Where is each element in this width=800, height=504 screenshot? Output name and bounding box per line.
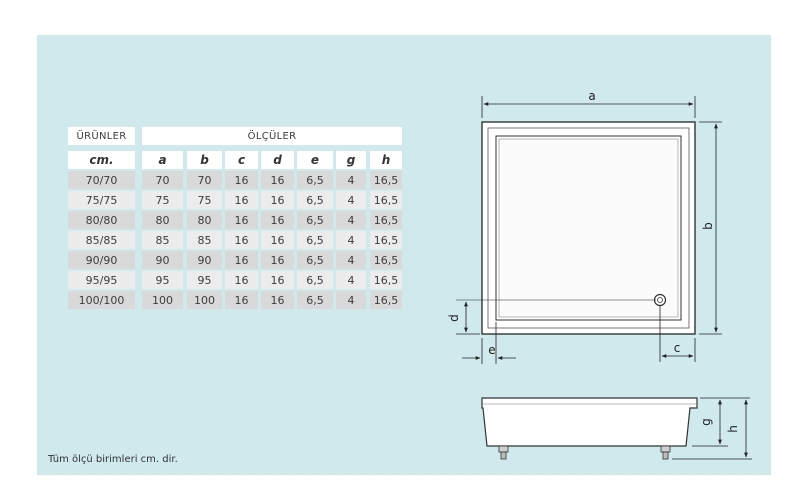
table-cell-a: 85 bbox=[142, 231, 183, 249]
table-cell-c: 16 bbox=[225, 271, 258, 289]
subheader-e: e bbox=[297, 151, 333, 169]
table-cell-b: 90 bbox=[187, 251, 222, 269]
table-cell-d: 16 bbox=[261, 291, 294, 309]
table-cell-b: 95 bbox=[187, 271, 222, 289]
header-products: ÜRÜNLER bbox=[68, 127, 135, 145]
subheader-c: c bbox=[225, 151, 258, 169]
table-cell-d: 16 bbox=[261, 231, 294, 249]
table-cell-g: 4 bbox=[336, 211, 366, 229]
label-d: d bbox=[447, 314, 461, 322]
table-cell-a: 90 bbox=[142, 251, 183, 269]
table-cell-c: 16 bbox=[225, 231, 258, 249]
table-cell-b: 75 bbox=[187, 191, 222, 209]
table-cell-g: 4 bbox=[336, 191, 366, 209]
table-cell-c: 16 bbox=[225, 171, 258, 189]
table-cell-a: 95 bbox=[142, 271, 183, 289]
label-e: e bbox=[488, 343, 495, 357]
table-cell-product: 80/80 bbox=[68, 211, 135, 229]
label-c: c bbox=[674, 341, 681, 355]
side-view bbox=[481, 397, 698, 460]
table-cell-b: 70 bbox=[187, 171, 222, 189]
table-cell-product: 100/100 bbox=[68, 291, 135, 309]
table-cell-a: 80 bbox=[142, 211, 183, 229]
table-cell-b: 85 bbox=[187, 231, 222, 249]
dimension-a: a bbox=[481, 89, 696, 118]
units-note: Tüm ölçü birimleri cm. dir. bbox=[48, 454, 178, 465]
table-cell-a: 75 bbox=[142, 191, 183, 209]
table-cell-c: 16 bbox=[225, 291, 258, 309]
table-cell-g: 4 bbox=[336, 171, 366, 189]
table-cell-b: 100 bbox=[187, 291, 222, 309]
table-cell-b: 80 bbox=[187, 211, 222, 229]
dimension-h: h bbox=[672, 399, 752, 460]
label-b: b bbox=[701, 222, 715, 230]
table-cell-product: 95/95 bbox=[68, 271, 135, 289]
dimension-b: b bbox=[699, 121, 722, 335]
header-dimensions: ÖLÇÜLER bbox=[142, 127, 402, 145]
subheader-h: h bbox=[370, 151, 402, 169]
table-cell-product: 85/85 bbox=[68, 231, 135, 249]
subheader-product: cm. bbox=[68, 151, 135, 169]
table-cell-h: 16,5 bbox=[370, 211, 402, 229]
table-cell-g: 4 bbox=[336, 291, 366, 309]
label-a: a bbox=[588, 89, 595, 103]
table-cell-d: 16 bbox=[261, 211, 294, 229]
table-cell-product: 90/90 bbox=[68, 251, 135, 269]
table-cell-c: 16 bbox=[225, 251, 258, 269]
table-cell-e: 6,5 bbox=[297, 231, 333, 249]
dimension-c: c bbox=[659, 306, 696, 362]
dimension-d: d bbox=[447, 299, 656, 335]
table-cell-e: 6,5 bbox=[297, 291, 333, 309]
table-cell-e: 6,5 bbox=[297, 171, 333, 189]
table-cell-g: 4 bbox=[336, 231, 366, 249]
table-cell-e: 6,5 bbox=[297, 271, 333, 289]
table-cell-product: 70/70 bbox=[68, 171, 135, 189]
table-cell-a: 70 bbox=[142, 171, 183, 189]
table-cell-h: 16,5 bbox=[370, 191, 402, 209]
table-cell-h: 16,5 bbox=[370, 251, 402, 269]
table-cell-g: 4 bbox=[336, 271, 366, 289]
table-cell-e: 6,5 bbox=[297, 191, 333, 209]
table-cell-c: 16 bbox=[225, 191, 258, 209]
table-cell-h: 16,5 bbox=[370, 171, 402, 189]
table-cell-d: 16 bbox=[261, 171, 294, 189]
label-g: g bbox=[699, 418, 713, 426]
subheader-a: a bbox=[142, 151, 183, 169]
dimension-e: e bbox=[462, 322, 516, 364]
table-cell-h: 16,5 bbox=[370, 271, 402, 289]
table-cell-e: 6,5 bbox=[297, 211, 333, 229]
table-cell-d: 16 bbox=[261, 271, 294, 289]
subheader-g: g bbox=[336, 151, 366, 169]
dimension-g: g bbox=[692, 397, 750, 447]
table-cell-g: 4 bbox=[336, 251, 366, 269]
table-cell-c: 16 bbox=[225, 211, 258, 229]
table-cell-e: 6,5 bbox=[297, 251, 333, 269]
table-cell-d: 16 bbox=[261, 191, 294, 209]
top-view bbox=[481, 121, 696, 335]
table-cell-a: 100 bbox=[142, 291, 183, 309]
table-cell-d: 16 bbox=[261, 251, 294, 269]
table-cell-h: 16,5 bbox=[370, 231, 402, 249]
table-cell-h: 16,5 bbox=[370, 291, 402, 309]
subheader-b: b bbox=[187, 151, 222, 169]
label-h: h bbox=[726, 425, 740, 433]
subheader-d: d bbox=[261, 151, 294, 169]
table-cell-product: 75/75 bbox=[68, 191, 135, 209]
